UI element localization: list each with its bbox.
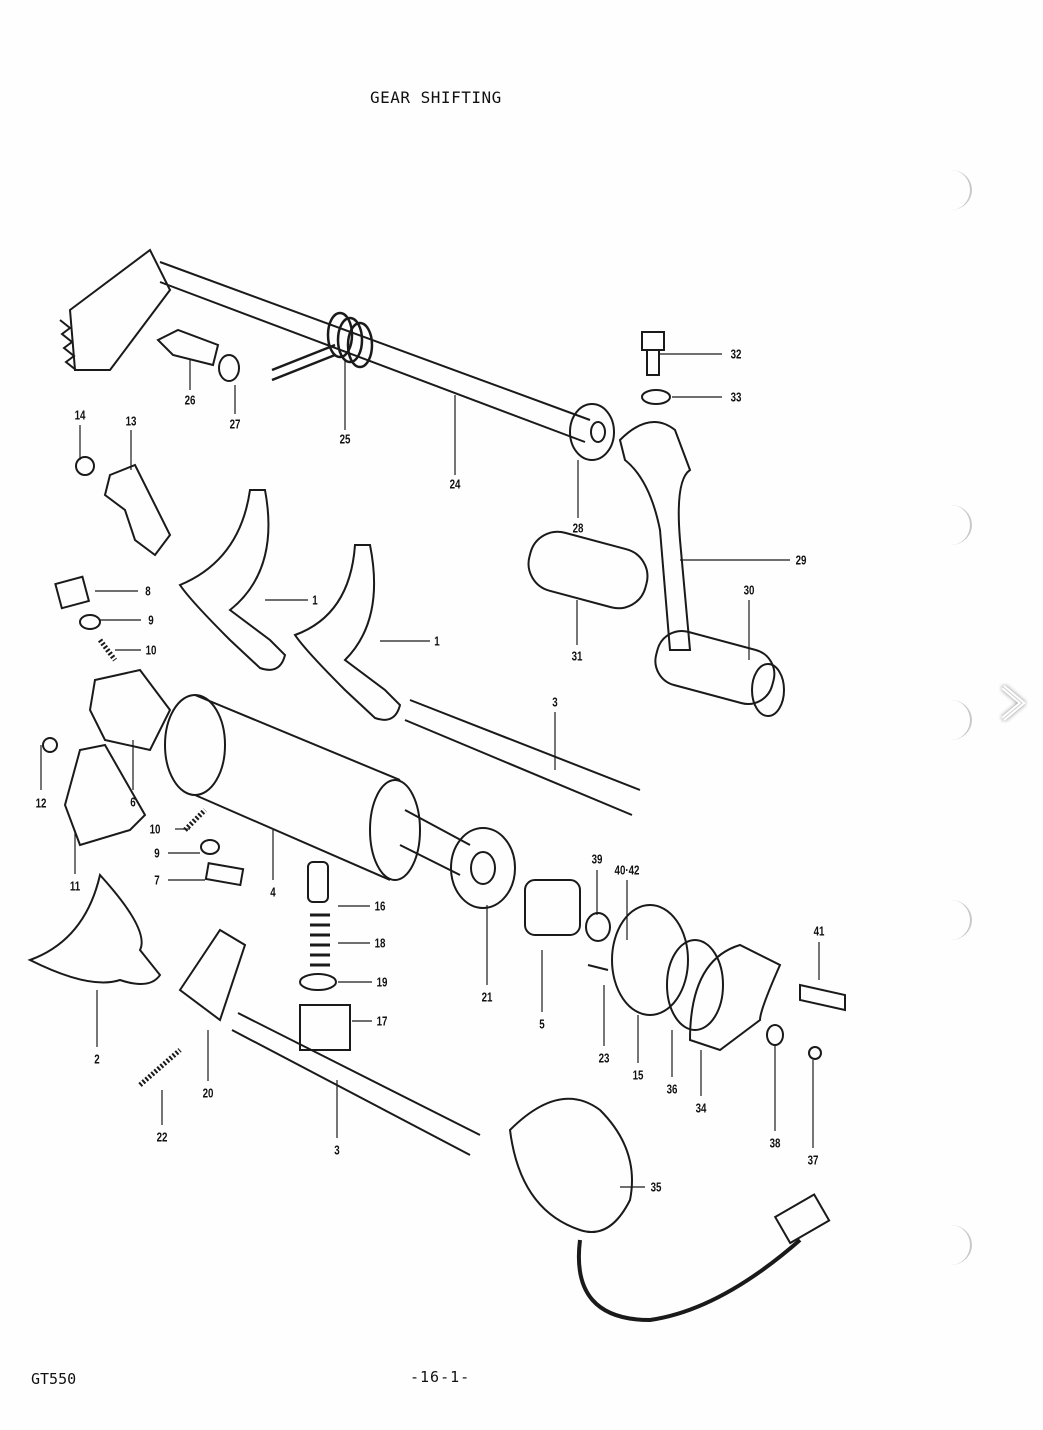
shift-pedal	[618, 421, 692, 651]
pedal-rubber-31	[527, 530, 649, 610]
callout-label: 25	[339, 431, 351, 447]
o-ring-36	[666, 939, 724, 1031]
callout-label: 1	[312, 592, 318, 608]
return-spring	[271, 311, 374, 382]
callout-label: 28	[572, 520, 584, 536]
callout-label: 31	[571, 648, 583, 664]
callout-label: 9	[148, 612, 154, 628]
switch-wire	[576, 1238, 802, 1323]
callout-label: 40·42	[614, 862, 640, 878]
callout-label: 3	[552, 694, 558, 710]
callout-label: 16	[374, 898, 386, 914]
callout-label: 11	[69, 878, 81, 894]
callout-label: 15	[632, 1067, 644, 1083]
callout-label: 29	[795, 552, 807, 568]
shift-fork-2	[27, 872, 162, 985]
binder-hole	[930, 1225, 972, 1265]
page-title: GEAR SHIFTING	[370, 88, 502, 107]
callout-label: 33	[730, 389, 742, 405]
callout-label: 7	[154, 872, 160, 888]
screw-41	[799, 983, 846, 1012]
pedal-rubber	[654, 630, 776, 705]
callout-label: 39	[591, 851, 603, 867]
callout-label: 34	[695, 1100, 707, 1116]
callout-label: 37	[807, 1152, 819, 1168]
leader-lines	[40, 353, 820, 1188]
callout-label: 1	[434, 633, 440, 649]
callout-label: 3	[334, 1142, 340, 1158]
callout-label: 30	[743, 582, 755, 598]
gearshift-shaft	[59, 248, 615, 461]
callout-label: 41	[813, 923, 825, 939]
callout-label: 8	[145, 583, 151, 599]
chevron-right-icon[interactable]	[998, 683, 1028, 723]
fork-shaft-lower	[231, 1012, 481, 1156]
callout-label: 4	[270, 884, 276, 900]
callout-label: 27	[229, 416, 241, 432]
callout-label: 22	[156, 1129, 168, 1145]
plate-21	[450, 827, 516, 909]
o-ring-15	[611, 904, 689, 1016]
needle-bearing	[524, 879, 581, 936]
shift-fork-1b	[293, 544, 402, 721]
model-label: GT550	[31, 1370, 77, 1388]
washer-27	[218, 354, 240, 382]
callout-label: 36	[666, 1081, 678, 1097]
cover-34	[688, 943, 782, 1052]
binder-hole	[930, 170, 972, 210]
callout-label: 23	[598, 1050, 610, 1066]
callout-label: 6	[130, 794, 136, 810]
callout-label: 14	[74, 407, 86, 423]
callout-label: 13	[125, 413, 137, 429]
bolt-26	[156, 328, 220, 367]
fork-shaft-upper	[404, 699, 641, 816]
callout-label: 35	[650, 1179, 662, 1195]
binder-hole	[930, 700, 972, 740]
callout-label: 19	[376, 974, 388, 990]
callout-label: 24	[449, 476, 461, 492]
callout-label: 9	[154, 845, 160, 861]
neutral-switch	[508, 1097, 633, 1233]
callout-label: 12	[35, 795, 47, 811]
callout-label: 5	[539, 1016, 545, 1032]
binder-hole	[930, 900, 972, 940]
binder-hole	[930, 505, 972, 545]
callout-label: 26	[184, 392, 196, 408]
callout-label: 10	[145, 642, 157, 658]
callout-label: 38	[769, 1135, 781, 1151]
callout-label: 17	[376, 1013, 388, 1029]
page-number: -16-1-	[410, 1368, 471, 1386]
callout-label: 21	[481, 989, 493, 1005]
callout-label: 32	[730, 346, 742, 362]
callout-label: 20	[202, 1085, 214, 1101]
callout-label: 2	[94, 1051, 100, 1067]
callout-label: 18	[374, 935, 386, 951]
callout-label: 10	[149, 821, 161, 837]
shift-fork-1a	[178, 489, 287, 671]
gearshift-cam-drum	[164, 694, 471, 881]
